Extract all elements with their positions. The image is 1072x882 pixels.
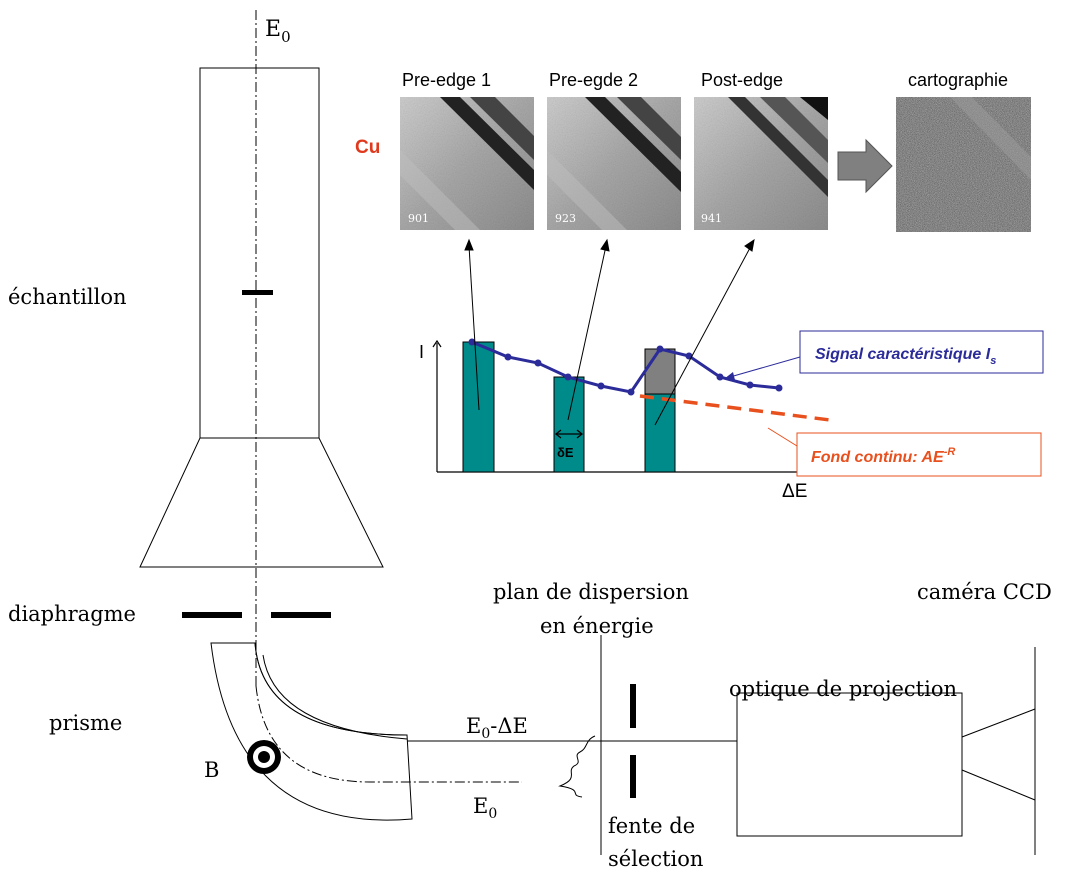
map-cartographie [896,97,1031,232]
column-cone [139,437,384,568]
diaphragm-right [271,612,331,618]
window-to-map-arrows [464,238,755,426]
sample-label: échantillon [8,285,127,309]
prism-label: prisme [49,711,122,735]
dispersion-plane-label-2: en énergie [540,614,654,638]
slit-top [630,684,636,728]
result-title: cartographie [908,70,1008,90]
projection-ray-bottom [961,769,1036,801]
prism-outline [210,642,413,821]
projection-optics-label: optique de projection [729,677,957,701]
signal-point [656,345,664,353]
signal-point [504,353,512,361]
projection-ray-top [961,708,1036,738]
background-label: Fond continu: AE-R [811,446,955,466]
prism-channel [262,654,408,740]
window-post-edge-signal [644,348,676,395]
signal-label-box [799,330,1044,374]
window-pre-edge-2 [553,376,585,473]
magnet-icon [247,740,281,774]
signal-label: Signal caractéristique Is [815,346,996,367]
straight-beam-label: E0 [473,794,497,822]
map-pre-edge-2 [547,97,681,230]
panel-energy-pre-edge-1: 901 [408,212,429,225]
ccd-camera-label: caméra CCD [917,580,1052,604]
element-label: Cu [355,137,380,158]
spectrum: I ΔE δE [419,238,1044,502]
deflected-beam-label: E0-ΔE [466,714,528,742]
dispersion-plane-label-1: plan de dispersion [493,580,689,604]
map-pre-edge-1 [400,97,534,230]
map-post-edge [694,97,828,230]
signal-points [468,338,783,396]
signal-point [775,384,783,392]
panel-energy-pre-edge-2: 923 [555,212,576,225]
dispersion-profile [558,735,596,798]
result-arrow-icon [837,138,893,194]
panel-title-post-edge: Post-edge [701,70,783,90]
projection-optics-box [736,692,963,837]
signal-point [564,373,572,381]
signal-point [746,381,754,389]
magnet-label: B [204,758,219,782]
slit-label-1: fente de [608,814,695,838]
prism-inner-curve [254,642,408,736]
signal-point [597,382,605,390]
signal-point [468,338,476,346]
signal-curve [471,340,780,394]
spectrum-x-label: ΔE [782,481,807,502]
beam-top-label: E0 [265,17,291,46]
window-width-label: δE [557,445,574,460]
signal-point [534,359,542,367]
optical-axis [255,10,522,783]
signal-point [627,388,635,396]
background-label-box [796,432,1042,477]
background-fit-line [639,394,831,422]
slit-bottom [630,755,636,798]
diaphragm-label: diaphragme [8,602,136,626]
panel-title-pre-edge-1: Pre-edge 1 [402,70,491,90]
column [139,67,384,568]
diaphragm-left [182,612,242,618]
column-tube [199,67,320,439]
panel-title-pre-edge-2: Pre-egde 2 [549,70,638,90]
spectrum-y-label: I [419,342,424,362]
slit-label-2: sélection [608,847,703,871]
sample-bar [242,290,273,295]
signal-point [716,373,724,381]
window-post-edge [644,393,676,473]
panel-energy-post-edge: 941 [701,212,722,225]
